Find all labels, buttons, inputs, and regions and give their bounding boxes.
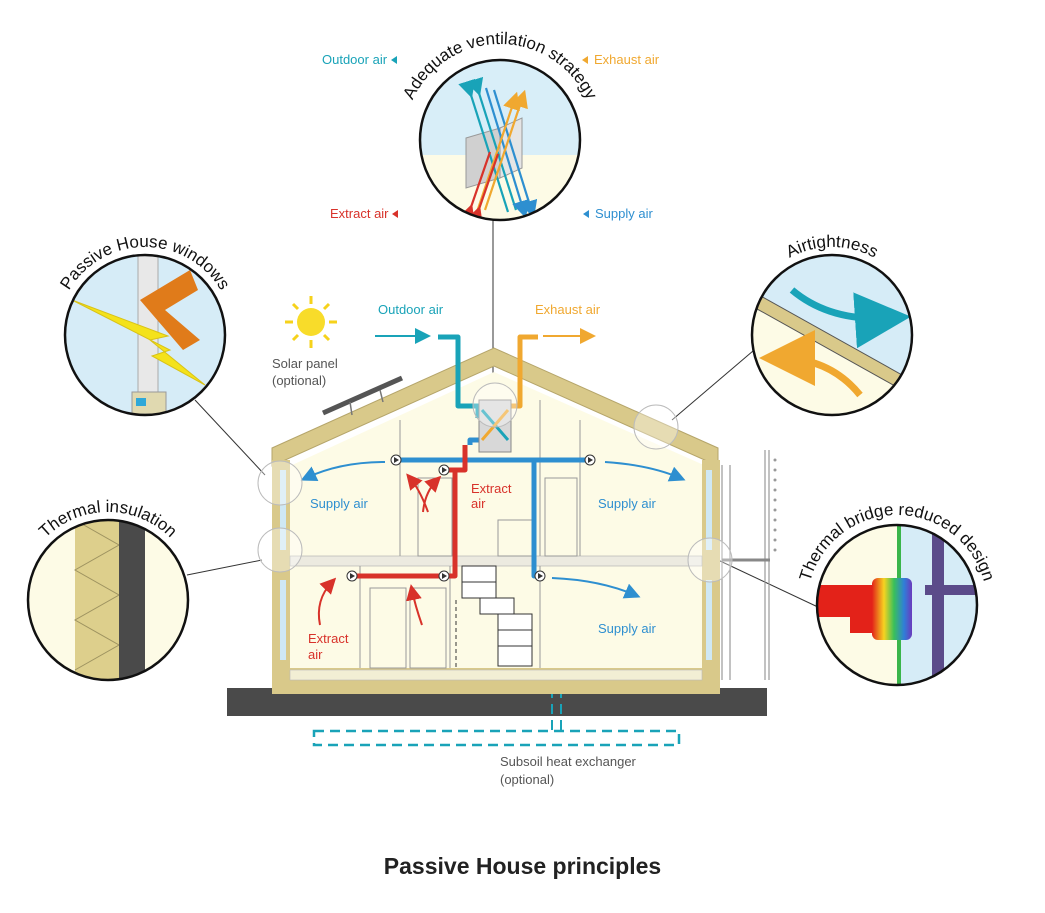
ventilation-legend: Outdoor air Exhaust air Extract air Supp…: [322, 52, 660, 221]
label-extract-upper: Extract: [471, 481, 512, 496]
label-subsoil-heat-exchanger: Subsoil heat exchanger: [500, 754, 637, 769]
callout-insulation: Thermal insulation: [26, 497, 190, 682]
callout-ventilation: Adequate ventilation strategy: [399, 29, 601, 222]
house-section: [271, 347, 777, 694]
legend-supply-air: Supply air: [595, 206, 653, 221]
callout-airtightness: Airtightness: [750, 232, 914, 417]
label-extract-upper-air: air: [471, 496, 486, 511]
supply-flow-arrow: [551, 577, 641, 599]
sun-icon: [285, 296, 337, 348]
detail-marker-ventilation: [472, 382, 518, 428]
label-supply-air-upper-right: Supply air: [598, 496, 656, 511]
legend-outdoor-air: Outdoor air: [322, 52, 388, 67]
subsoil-heat-exchanger-loop: [312, 729, 681, 747]
legend-exhaust-arrow-icon: [582, 56, 588, 64]
label-subsoil-optional: (optional): [500, 772, 554, 787]
extract-flow-arrow: [422, 475, 442, 513]
label-extract-lower-air: air: [308, 647, 323, 662]
figure-caption: Passive House principles: [383, 853, 662, 879]
label-exhaust-air: Exhaust air: [535, 302, 601, 317]
label-solar-optional: (optional): [272, 373, 326, 388]
label-supply-air-upper-left: Supply air: [310, 496, 368, 511]
supply-flow-arrow: [604, 461, 686, 482]
label-extract-lower: Extract: [308, 631, 349, 646]
label-solar-panel: Solar panel: [272, 356, 338, 371]
house-labels: Outdoor air Exhaust air Solar panel (opt…: [272, 302, 656, 787]
supply-flow-arrow: [300, 461, 386, 481]
intermediate-floor: [289, 555, 703, 567]
extract-flow-arrow: [317, 577, 337, 626]
staircase: [461, 565, 533, 667]
extract-flow-arrow: [406, 584, 423, 626]
label-supply-air-lower-right: Supply air: [598, 621, 656, 636]
extract-flow-arrow: [406, 473, 429, 513]
detail-marker-airtightness: [633, 404, 679, 450]
legend-outdoor-arrow-icon: [391, 56, 397, 64]
callout-windows: Passive House windows: [56, 232, 234, 417]
detail-marker-window: [257, 460, 303, 506]
solar-panel: [321, 375, 404, 416]
callout-thermal-bridge: Thermal bridge reduced design: [796, 500, 998, 687]
legend-supply-arrow-icon: [583, 210, 589, 218]
legend-exhaust-air: Exhaust air: [594, 52, 660, 67]
legend-extract-arrow-icon: [392, 210, 398, 218]
detail-marker-thermal-bridge: [687, 537, 733, 583]
label-outdoor-air: Outdoor air: [378, 302, 444, 317]
detail-marker-insulation: [257, 527, 303, 573]
legend-extract-air: Extract air: [330, 206, 389, 221]
